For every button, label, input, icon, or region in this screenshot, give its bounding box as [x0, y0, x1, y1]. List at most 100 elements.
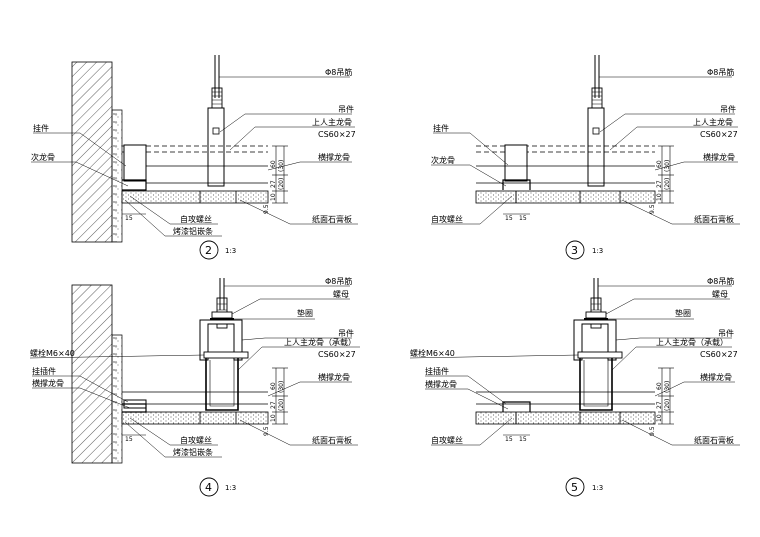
label-hanger: 吊件 [338, 328, 354, 338]
label-bolt: 螺栓M6×40 [410, 348, 455, 358]
nut [211, 311, 233, 319]
dim-20: (20) [278, 399, 285, 411]
dim-60: 60 [656, 382, 663, 390]
label-rod: Φ8吊筋 [325, 67, 352, 77]
label-hang-piece: 挂插件 [425, 366, 449, 376]
threaded-rod [591, 87, 603, 109]
gypsum-board [121, 190, 269, 204]
threaded-rod [211, 87, 223, 109]
label-rod: Φ8吊筋 [325, 276, 352, 286]
label-board: 纸面石膏板 [312, 214, 352, 224]
dim-60: 60 [270, 160, 277, 168]
plaster-layer [111, 109, 123, 243]
dim-10: 10 [270, 193, 277, 201]
label-cross-keel: 横撑龙骨 [700, 372, 732, 382]
detail-panel-4: 60 (30) 27 (20) 10 9.5 15 Φ8吊筋 螺母 垫圈 吊件 … [29, 276, 360, 497]
secondary-keel [502, 179, 531, 190]
dim-15: 15 [125, 215, 133, 222]
dim-30: (30) [278, 160, 285, 172]
hang-piece [504, 144, 528, 182]
dim-20: (20) [278, 178, 285, 190]
detail-number-circle [199, 477, 219, 497]
detail-number-circle [565, 240, 585, 260]
main-keel-channel [205, 358, 239, 411]
concrete-wall [71, 61, 113, 243]
detail-number: 3 [571, 244, 578, 257]
detail-number-circle [199, 240, 219, 260]
label-washer: 垫圈 [675, 308, 691, 318]
label-main-keel-size: CS60×27 [700, 350, 738, 359]
label-bolt: 螺栓M6×40 [30, 348, 75, 358]
detail-number-circle [565, 477, 585, 497]
plaster-layer [111, 334, 123, 464]
dim-60: 60 [270, 382, 277, 390]
secondary-keel [122, 179, 147, 191]
dim-9-5: 9.5 [263, 204, 270, 214]
gypsum-board [475, 190, 656, 204]
detail-panel-5: 60 (30) 27 (20) 10 9.5 15 15 Φ8吊筋 螺母 垫圈 … [409, 276, 740, 497]
vertical-dimensions: 60 (30) 27 (20) 10 9.5 [649, 145, 674, 214]
dim-27: 27 [270, 180, 277, 188]
label-nut: 螺母 [712, 289, 728, 299]
label-screw: 自攻螺丝 [180, 214, 212, 224]
vertical-dimensions: 60 (30) 27 (20) 10 9.5 [649, 367, 674, 436]
dim-10: 10 [270, 414, 277, 422]
hanger-piece [207, 107, 225, 187]
label-rod: Φ8吊筋 [707, 276, 734, 286]
label-trim: 烤漆铝嵌条 [173, 226, 213, 236]
dim-30: (30) [278, 381, 285, 393]
label-main-keel: 上人主龙骨（承载） [656, 337, 728, 347]
label-board: 纸面石膏板 [694, 214, 734, 224]
label-cross-keel: 横撑龙骨 [703, 152, 735, 162]
dim-30: (30) [664, 160, 671, 172]
label-main-keel-size: CS60×27 [318, 130, 356, 139]
bolt [203, 351, 249, 359]
label-nut: 螺母 [333, 289, 349, 299]
dim-10: 10 [656, 414, 663, 422]
dim-15b: 15 [519, 215, 527, 222]
dim-15a: 15 [505, 436, 513, 443]
label-hanger: 吊件 [718, 328, 734, 338]
label-sec-keel: 次龙骨 [31, 152, 55, 162]
label-washer: 垫圈 [297, 308, 313, 318]
label-screw: 自攻螺丝 [431, 435, 463, 445]
gypsum-board [475, 411, 656, 425]
gypsum-board [121, 411, 269, 425]
dim-60: 60 [656, 160, 663, 168]
dim-27: 27 [656, 180, 663, 188]
dim-9-5: 9.5 [649, 204, 656, 214]
dim-20: (20) [664, 178, 671, 190]
dim-9-5: 9.5 [263, 426, 270, 436]
label-cross-keel-left: 横撑龙骨 [32, 378, 64, 388]
label-screw: 自攻螺丝 [180, 435, 212, 445]
main-keel-channel [579, 358, 613, 411]
hang-piece [123, 144, 147, 182]
label-main-keel-size: CS60×27 [318, 350, 356, 359]
concrete-wall [71, 284, 113, 464]
label-trim: 烤漆铝嵌条 [173, 447, 213, 457]
label-hang-piece: 挂件 [433, 123, 449, 133]
label-cross-keel-left: 横撑龙骨 [425, 379, 457, 389]
dim-27: 27 [270, 401, 277, 409]
vertical-dimensions: 60 (30) 27 (20) 10 9.5 [263, 145, 288, 214]
dim-9-5: 9.5 [649, 426, 656, 436]
nut [585, 311, 607, 319]
detail-panel-3: 60 (30) 27 (20) 10 9.5 15 15 Φ8吊筋 吊件 上人主… [431, 55, 740, 260]
dim-15: 15 [125, 436, 133, 443]
vertical-dimensions: 60 (30) 27 (20) 10 9.5 [263, 367, 288, 436]
detail-scale: 1:3 [592, 247, 603, 255]
dim-30: (30) [664, 381, 671, 393]
detail-number: 5 [571, 481, 578, 494]
label-cross-keel: 横撑龙骨 [318, 152, 350, 162]
dim-27: 27 [656, 401, 663, 409]
label-board: 纸面石膏板 [312, 435, 352, 445]
label-hanger: 吊件 [720, 104, 736, 114]
label-hang-piece: 挂件 [33, 123, 49, 133]
label-rod: Φ8吊筋 [707, 67, 734, 77]
dim-15b: 15 [519, 436, 527, 443]
label-board: 纸面石膏板 [694, 435, 734, 445]
label-cross-keel: 横撑龙骨 [318, 372, 350, 382]
detail-scale: 1:3 [592, 484, 603, 492]
detail-panel-2: 60 (30) 27 (20) 10 9.5 15 Φ8吊筋 吊件 上人主龙骨 … [31, 55, 358, 260]
